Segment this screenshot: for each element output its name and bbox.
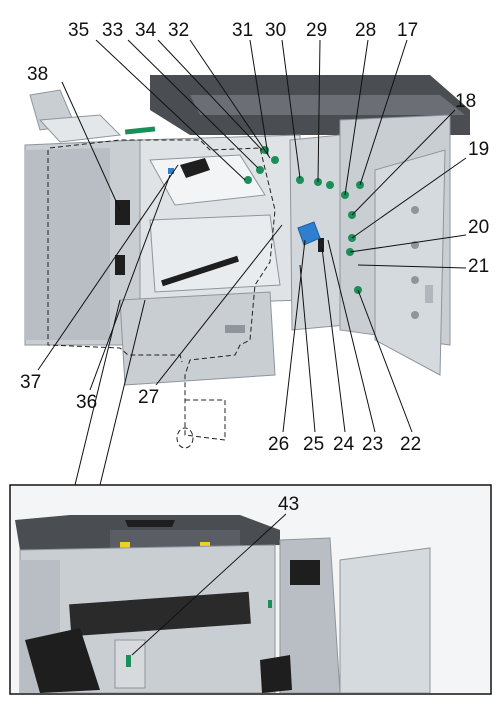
inset-detail: 43 — [9, 484, 492, 695]
door-hole-1 — [411, 206, 419, 214]
blue-knob — [297, 221, 321, 246]
green-lever-marker — [244, 176, 252, 184]
top-cover-face — [190, 95, 465, 115]
interior-upper-guide — [149, 154, 266, 206]
callout-25: 25 — [303, 434, 324, 455]
inset-green-marker — [268, 600, 272, 608]
callout-32: 32 — [168, 20, 189, 41]
dashed-outline-left — [47, 150, 183, 363]
callout-34: 34 — [135, 20, 157, 41]
callout-21: 21 — [468, 256, 489, 277]
door-hole-4 — [411, 311, 419, 319]
left-unit-slot-2 — [115, 255, 125, 275]
door-handle — [425, 285, 433, 303]
callout-23: 23 — [362, 434, 383, 455]
leader-lines — [37, 39, 467, 656]
dashed-foot-outline — [176, 427, 194, 449]
inset-right-black — [290, 560, 320, 585]
callout-17: 17 — [397, 20, 418, 41]
callout-36: 36 — [76, 392, 97, 413]
callout-37: 37 — [20, 372, 41, 393]
callout-38: 38 — [27, 64, 48, 85]
inset-black-part — [260, 655, 292, 693]
inset-top-handle — [125, 520, 175, 527]
inset-black-block — [25, 628, 100, 693]
small-blue-marker — [168, 168, 174, 174]
inset-black-strip — [69, 591, 251, 637]
green-lever-marker — [296, 176, 304, 184]
door-hole-3 — [411, 276, 419, 284]
callout-26: 26 — [268, 434, 289, 455]
inset-leader-43 — [131, 513, 287, 656]
green-lever-marker — [271, 156, 279, 164]
inset-right-door — [339, 547, 431, 693]
output-tray-paper — [38, 114, 122, 143]
callout-labels: 35 33 34 32 31 30 29 28 17 18 19 20 21 2… — [20, 20, 489, 455]
stacker-roller — [161, 255, 239, 287]
cabinet-handle — [225, 325, 245, 333]
interior-black-guide — [180, 158, 210, 178]
left-unit-front — [25, 148, 110, 340]
callout-29: 29 — [306, 20, 327, 41]
callout-20: 20 — [468, 217, 489, 238]
green-lever-marker — [124, 126, 156, 135]
inset-green-tab — [126, 655, 131, 667]
lower-cabinet — [119, 291, 276, 386]
callout-33: 33 — [102, 20, 123, 41]
finisher-illustration — [24, 75, 470, 449]
callout-27: 27 — [138, 387, 159, 408]
callout-18: 18 — [455, 91, 476, 112]
callout-43: 43 — [278, 494, 299, 515]
center-slot — [318, 238, 324, 252]
yellow-label-left — [120, 542, 130, 550]
callout-28: 28 — [355, 20, 376, 41]
callout-30: 30 — [265, 20, 286, 41]
callout-22: 22 — [400, 434, 421, 455]
callout-35: 35 — [68, 20, 89, 41]
right-open-door — [374, 149, 446, 376]
callout-31: 31 — [232, 20, 253, 41]
dashed-outline — [49, 139, 276, 441]
callout-24: 24 — [333, 434, 355, 455]
interior-stacker — [149, 214, 281, 293]
green-lever-marker — [326, 181, 334, 189]
callout-19: 19 — [468, 139, 489, 160]
